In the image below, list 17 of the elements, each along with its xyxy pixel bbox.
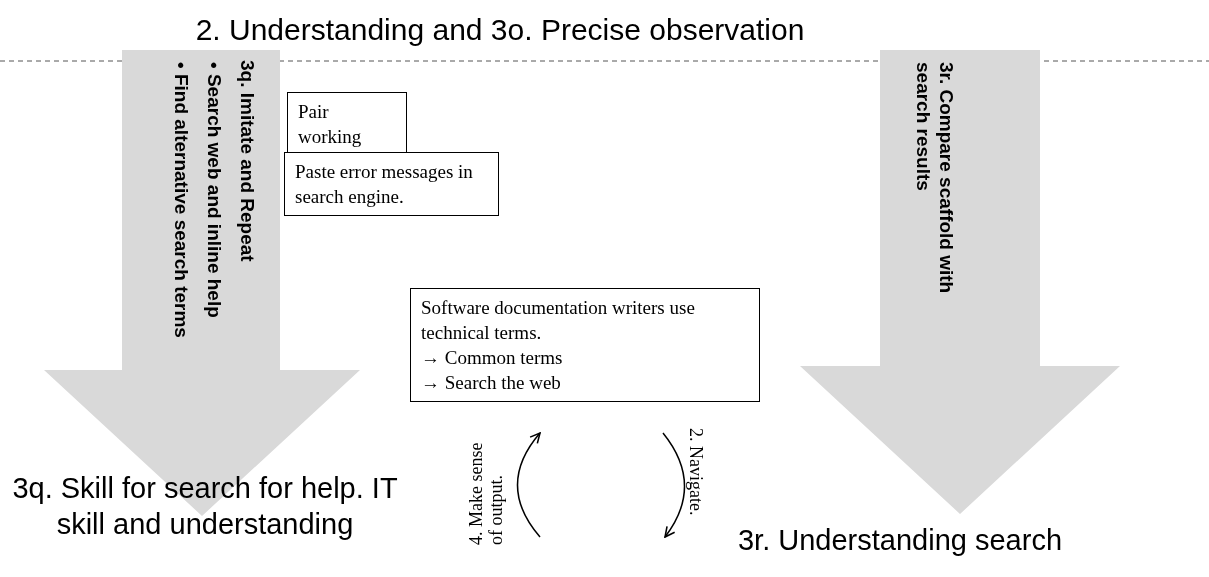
caption-text: 3q. Skill for search for help. IT skill and understanding — [11, 471, 399, 542]
list-item: • Search web and inline help — [203, 62, 226, 318]
down-arrow-shape — [800, 50, 1120, 514]
box-text: Paste error messages in search engine. — [295, 160, 474, 209]
box-text: Pair working — [298, 100, 363, 149]
box-text: → Common terms — [421, 346, 564, 370]
box-text: Software documentation writers use technical terms. — [421, 296, 696, 345]
text-box — [410, 288, 760, 402]
caption-text: 3r. Understanding search — [737, 523, 1063, 558]
step-label: 4. Make sense of output. — [466, 441, 506, 545]
box-text: → Search the web — [421, 371, 562, 395]
list-item: • Find alternative search terms — [170, 62, 193, 338]
arrow-label: 3r. Compare scaffold with search results — [912, 62, 958, 296]
arrow-label: 3q. Imitate and Repeat — [236, 60, 259, 262]
step-label: 2. Navigate. — [686, 428, 706, 518]
text-box — [284, 152, 499, 216]
title: 2. Understanding and 3o. Precise observation — [194, 12, 806, 48]
